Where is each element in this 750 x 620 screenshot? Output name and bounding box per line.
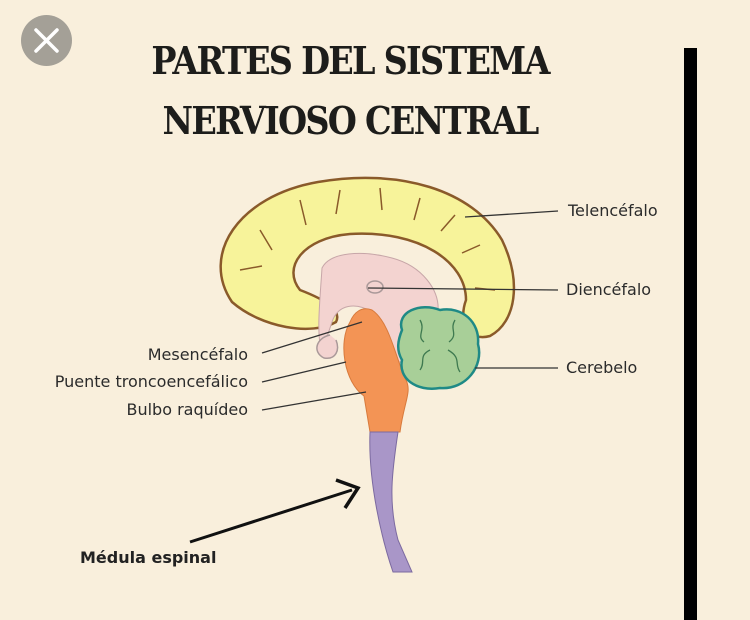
vertical-divider — [684, 48, 697, 620]
label-bulbo: Bulbo raquídeo — [126, 400, 248, 419]
label-telencefalo: Telencéfalo — [568, 201, 658, 220]
medula-shape — [369, 431, 413, 573]
page-title-line2: NERVIOSO CENTRAL — [162, 98, 540, 143]
label-diencefalo: Diencéfalo — [566, 280, 652, 299]
page-title-line1: PARTES DEL SISTEMA — [151, 38, 550, 83]
cerebelo-shape — [397, 305, 481, 390]
close-icon — [34, 28, 59, 53]
tronco-shape — [343, 308, 409, 433]
label-mesencefalo: Mesencéfalo — [147, 345, 248, 364]
label-puente: Puente troncoencefálico — [54, 372, 248, 391]
leader-lines — [261, 210, 559, 411]
label-cerebelo: Cerebelo — [566, 358, 638, 377]
arrow-icon — [189, 478, 361, 544]
label-medula: Médula espinal — [80, 548, 217, 567]
close-button[interactable] — [21, 15, 72, 66]
